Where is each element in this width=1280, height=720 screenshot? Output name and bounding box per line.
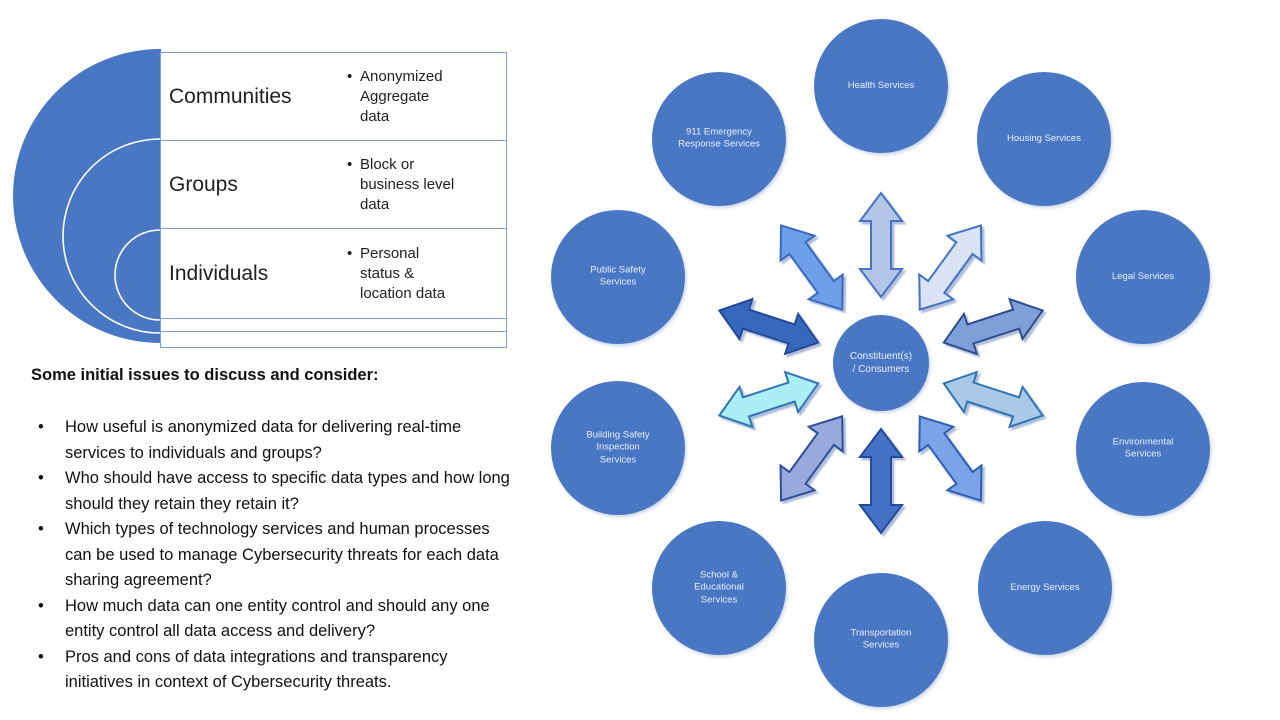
arrow-health-services (858, 191, 904, 299)
arrow-energy-services (918, 415, 983, 502)
issues-list: How useful is anonymized data for delive… (31, 415, 517, 696)
housing-services-circle (977, 72, 1111, 206)
issue-item: How useful is anonymized data for delive… (31, 415, 517, 466)
table-row-empty (161, 319, 506, 332)
row-bullet-individuals: • Personal status & location data (347, 244, 446, 302)
health-services-circle (814, 19, 948, 153)
arrow-housing-services (918, 224, 983, 311)
row-label-groups: Groups (169, 172, 238, 196)
issues-block: Some initial issues to discuss and consi… (31, 366, 517, 696)
communities-circle (13, 49, 161, 343)
row-label-communities: Communities (169, 84, 292, 108)
arrow-school-educational-services (779, 415, 844, 502)
row-label-individuals: Individuals (169, 261, 269, 285)
arrow-legal-services (942, 297, 1045, 356)
public-safety-services-circle (551, 210, 685, 344)
building-safety-services-circle (551, 381, 685, 515)
legal-services-circle (1076, 210, 1210, 344)
constituents-center-circle (833, 315, 929, 411)
911-emergency-services-circle (652, 72, 786, 206)
arrow-environmental-services (942, 370, 1045, 429)
data-levels-table: Communities • Anonymized Aggregate data … (160, 52, 507, 348)
table-row: Communities • Anonymized Aggregate data (161, 53, 506, 141)
arrow-building-safety-services (717, 370, 820, 429)
bullet-marker: • (347, 155, 353, 173)
arrow-911-emergency-services (779, 224, 844, 311)
services-hub-diagram (551, 19, 1210, 707)
bullet-marker: • (347, 244, 353, 262)
row-bullet-communities: • Anonymized Aggregate data (347, 67, 443, 125)
energy-services-circle (978, 521, 1112, 655)
issue-item: Pros and cons of data integrations and t… (31, 645, 517, 696)
transportation-services-circle (814, 573, 948, 707)
table-row: Groups • Block or business level data (161, 141, 506, 229)
environmental-services-circle (1076, 382, 1210, 516)
bullet-marker: • (347, 67, 353, 85)
issue-item: Which types of technology services and h… (31, 517, 517, 594)
school-educational-services-circle (652, 521, 786, 655)
arrow-public-safety-services (717, 297, 820, 356)
issues-title: Some initial issues to discuss and consi… (31, 366, 379, 384)
table-row: Individuals • Personal status & location… (161, 229, 506, 319)
issue-item: Who should have access to specific data … (31, 466, 517, 517)
row-bullet-groups: • Block or business level data (347, 155, 455, 213)
table-row-empty (161, 332, 506, 347)
issue-item: How much data can one entity control and… (31, 594, 517, 645)
arrow-transportation-services (858, 427, 904, 535)
